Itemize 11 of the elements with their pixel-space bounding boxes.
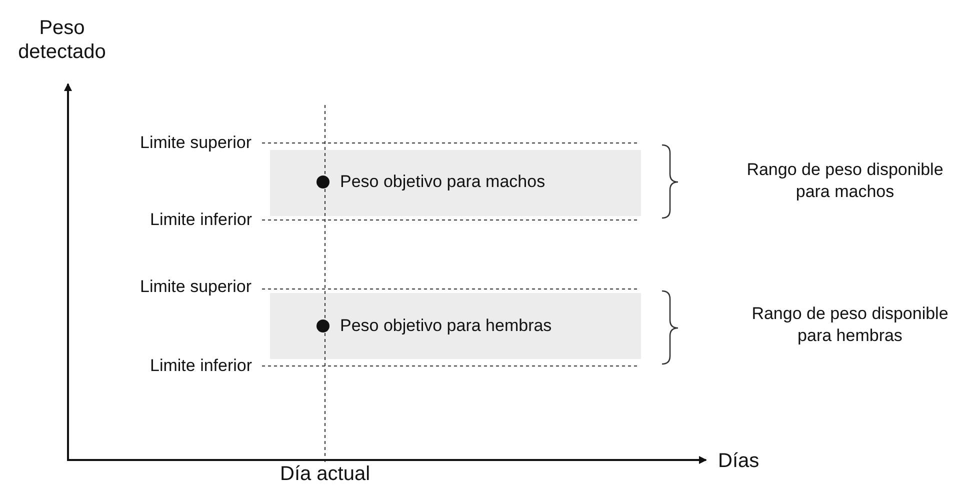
limit-label: Limite superior bbox=[140, 132, 252, 154]
axis-tick-label: Día actual bbox=[280, 462, 370, 486]
limit-label: Limite superior bbox=[140, 276, 252, 298]
point-label: Peso objetivo para hembras bbox=[340, 315, 552, 337]
axis-title: Peso detectado bbox=[17, 16, 107, 64]
range-label: Rango de peso disponible para hembras bbox=[750, 303, 950, 347]
range-label: Rango de peso disponible para machos bbox=[746, 159, 944, 203]
limit-label: Limite inferior bbox=[150, 355, 252, 377]
limit-label: Limite inferior bbox=[150, 209, 252, 231]
axis-title: Días bbox=[718, 449, 760, 473]
point-label: Peso objetivo para machos bbox=[340, 171, 546, 193]
